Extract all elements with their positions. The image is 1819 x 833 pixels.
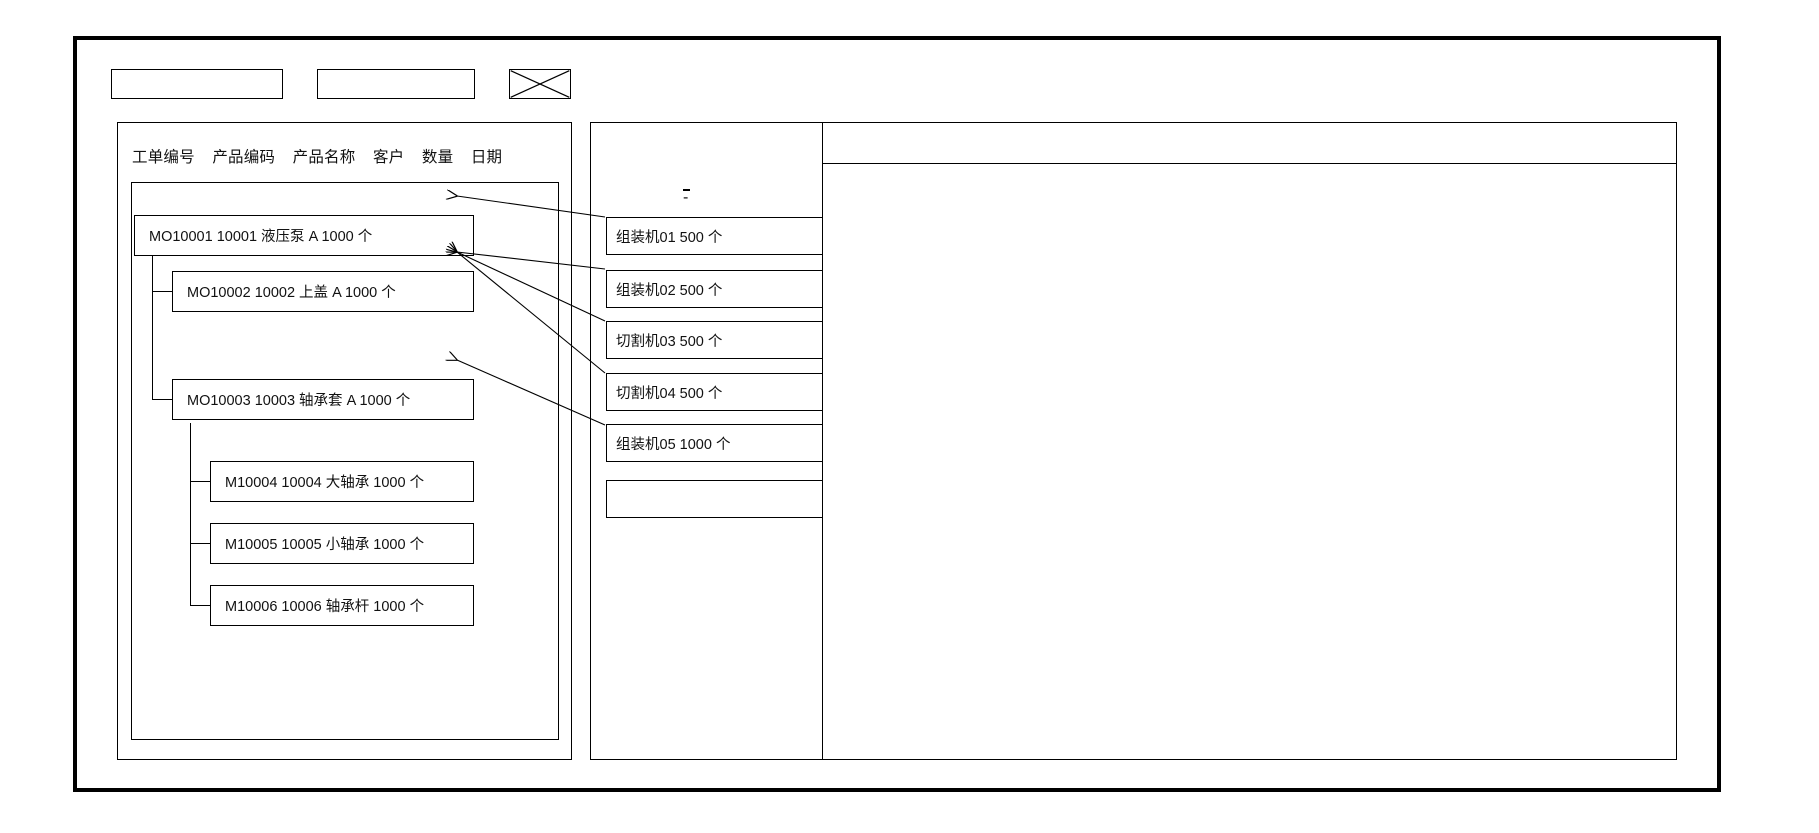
column-header-customer: 客户 (372, 149, 405, 166)
schedule-header-row (823, 123, 1676, 164)
crossed-box-icon-button[interactable] (509, 69, 571, 99)
tree-row-mo10002[interactable]: MO10002 10002 上盖 A 1000 个 (172, 271, 474, 312)
operation-card-label: 切割机03 500 个 (616, 333, 723, 350)
crossed-box-icon (510, 70, 570, 98)
operation-card-4[interactable]: 切割机04 500 个 (606, 373, 828, 411)
tree-branch-to-row2 (152, 291, 172, 293)
tree-row-m10005[interactable]: M10005 10005 小轴承 1000 个 (210, 523, 474, 564)
tree-branch-to-row4 (190, 481, 210, 483)
operation-card-1[interactable]: 组装机01 500 个 (606, 217, 828, 255)
column-header-product-code: 产品编码 (212, 149, 276, 166)
schedule-body (823, 164, 1676, 759)
operation-panel: - 组装机01 500 个 组装机02 500 个 切割机03 500 个 切割… (590, 122, 828, 760)
operation-card-2[interactable]: 组装机02 500 个 (606, 270, 828, 308)
tree-row-label: MO10001 10001 液压泵 A 1000 个 (149, 229, 373, 245)
tree-branch-to-row5 (190, 543, 210, 545)
column-header-order-no: 工单编号 (132, 149, 195, 166)
toolbar-field-2[interactable] (317, 69, 475, 99)
tree-row-m10004[interactable]: M10004 10004 大轴承 1000 个 (210, 461, 474, 502)
operation-card-label: 切割机04 500 个 (616, 385, 723, 402)
tree-row-label: MO10002 10002 上盖 A 1000 个 (187, 285, 396, 301)
operation-card-label: 组装机05 1000 个 (616, 436, 731, 453)
operation-card-empty[interactable] (606, 480, 828, 518)
operation-card-5[interactable]: 组装机05 1000 个 (606, 424, 828, 462)
tree-row-label: M10005 10005 小轴承 1000 个 (225, 537, 425, 553)
tree-branch-to-row6 (190, 605, 210, 607)
tree-row-label: M10004 10004 大轴承 1000 个 (225, 475, 425, 491)
work-order-tree: MO10001 10001 液压泵 A 1000 个 MO10002 10002… (131, 182, 559, 740)
tree-row-label: MO10003 10003 轴承套 A 1000 个 (187, 393, 411, 409)
column-header-quantity: 数量 (421, 149, 454, 166)
column-header-date: 日期 (470, 149, 503, 166)
tree-row-label: M10006 10006 轴承杆 1000 个 (225, 599, 425, 615)
tree-row-mo10003[interactable]: MO10003 10003 轴承套 A 1000 个 (172, 379, 474, 420)
toolbar (111, 69, 571, 99)
column-header-product-name: 产品名称 (292, 149, 356, 166)
tree-branch-to-row3 (152, 399, 172, 401)
tree-row-mo10001[interactable]: MO10001 10001 液压泵 A 1000 个 (134, 215, 474, 256)
operation-card-label: 组装机01 500 个 (616, 229, 723, 246)
tree-trunk-level2 (190, 423, 192, 606)
operation-card-label: 组装机02 500 个 (616, 282, 723, 299)
work-order-column-headers: 工单编号 产品编码 产品名称 客户 数量 日期 (132, 145, 502, 167)
schedule-panel (822, 122, 1677, 760)
tree-trunk-level1 (152, 240, 154, 400)
application-window: 工单编号 产品编码 产品名称 客户 数量 日期 MO10001 10001 液压… (73, 36, 1721, 792)
operation-card-3[interactable]: 切割机03 500 个 (606, 321, 828, 359)
work-order-panel: 工单编号 产品编码 产品名称 客户 数量 日期 MO10001 10001 液压… (117, 122, 572, 760)
tree-row-m10006[interactable]: M10006 10006 轴承杆 1000 个 (210, 585, 474, 626)
toolbar-field-1[interactable] (111, 69, 283, 99)
panel-marker-dash: - (683, 189, 690, 206)
